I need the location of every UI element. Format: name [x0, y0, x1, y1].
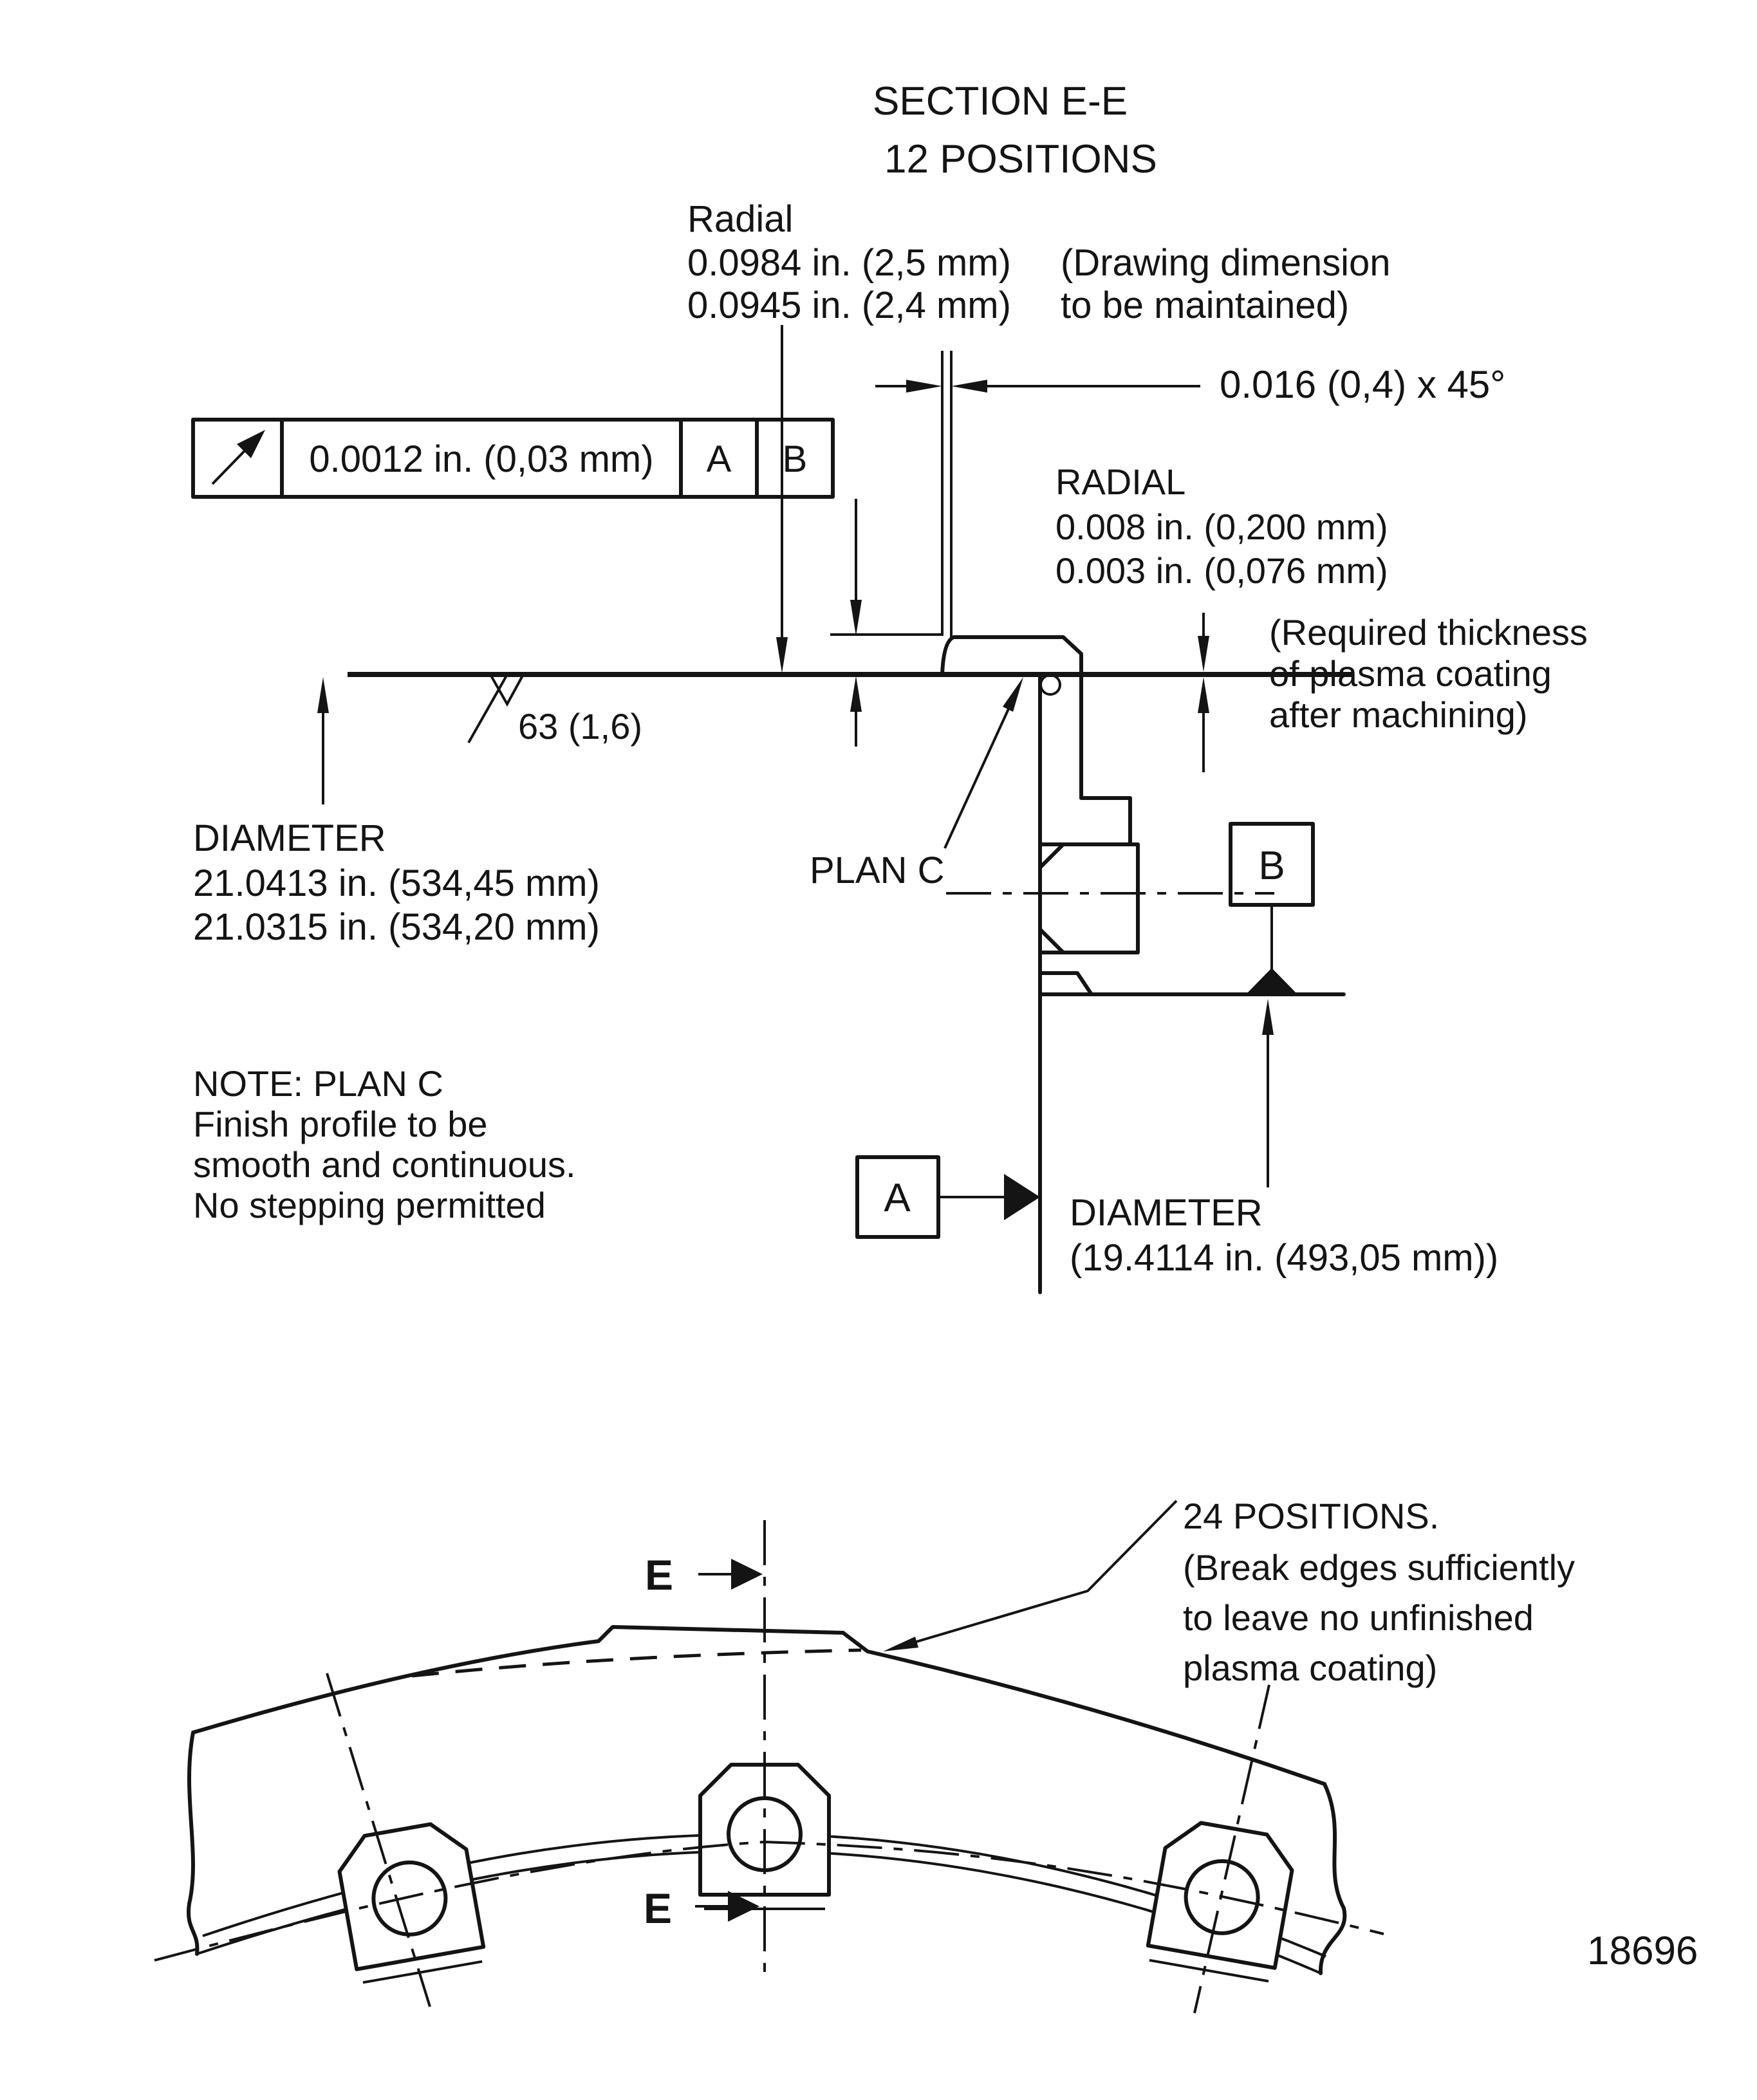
positions-note-4: plasma coating)	[1183, 1648, 1437, 1688]
note-line-4: No stepping permitted	[193, 1185, 546, 1225]
note-line-1: NOTE: PLAN C	[193, 1063, 443, 1104]
note-line-2: Finish profile to be	[193, 1104, 488, 1144]
positions-note-1: 24 POSITIONS.	[1183, 1496, 1439, 1536]
runout-symbol-icon	[211, 430, 265, 485]
coating-profile	[940, 635, 1083, 676]
chamfer-dimension-lines	[875, 351, 1200, 637]
outer-diameter-value-2: 21.0315 in. (534,20 mm)	[193, 906, 600, 948]
figure-number: 18696	[1587, 1929, 1698, 1973]
section-arrowhead-bottom-icon	[728, 1891, 759, 1922]
inner-diameter-value: (19.4114 in. (493,05 mm))	[1070, 1237, 1498, 1279]
positions-note-2: (Break edges sufficiently	[1183, 1547, 1575, 1588]
fcf-datum-a: A	[707, 438, 732, 480]
section-title: SECTION E-E	[873, 79, 1128, 124]
arrowhead-right-icon	[906, 380, 942, 393]
band-hidden-edge	[411, 1648, 862, 1678]
section-label-bottom: E	[644, 1884, 672, 1932]
undercut-notch	[1039, 674, 1061, 696]
positions-leader	[883, 1500, 1178, 1651]
radial-lower-value-2: 0.003 in. (0,076 mm)	[1055, 550, 1388, 591]
band-left-break	[187, 1731, 200, 1956]
inner-diameter-leader	[1262, 999, 1274, 1187]
required-thickness-note-1: (Required thickness	[1269, 612, 1588, 653]
datum-b-triangle-icon	[1246, 968, 1297, 994]
left-hole-centerline	[326, 1673, 431, 2007]
band-right-break	[1318, 1782, 1347, 1975]
radial-upper-value-1: 0.0984 in. (2,5 mm)	[687, 242, 1011, 284]
note-line-3: smooth and continuous.	[193, 1144, 576, 1185]
fcf-datum-b: B	[783, 438, 808, 480]
section-arrow-bottom: E	[644, 1884, 759, 1932]
inner-diameter-label: DIAMETER	[1070, 1192, 1263, 1234]
section-arrow-top: E	[645, 1551, 763, 1599]
arrowhead-left-icon	[951, 380, 987, 393]
drawing-dimension-note-1: (Drawing dimension	[1061, 242, 1391, 284]
bottom-view: 24 POSITIONS. (Break edges sufficiently …	[154, 1496, 1575, 2014]
radial-lower-label: RADIAL	[1055, 461, 1185, 502]
plan-c-leader	[944, 677, 1023, 849]
outer-diameter-leader	[317, 677, 329, 804]
required-thickness-note-3: after machining)	[1269, 694, 1528, 735]
surface-finish-symbol-icon	[467, 674, 525, 743]
right-hole-centerline	[1193, 1684, 1270, 2014]
plan-c-label: PLAN C	[810, 850, 945, 891]
chamfer-dimension: 0.016 (0,4) x 45°	[1220, 363, 1505, 406]
outer-diameter-label: DIAMETER	[193, 817, 386, 859]
positions-note-3: to leave no unfinished	[1183, 1597, 1534, 1638]
radial-upper-value-2: 0.0945 in. (2,4 mm)	[687, 284, 1011, 326]
machined-thickness-dimension	[1198, 613, 1209, 772]
band-top-edge	[191, 1625, 1326, 1786]
drawing-dimension-note-2: to be maintained)	[1061, 284, 1349, 326]
hex-boss-left	[337, 1822, 486, 1984]
section-arrowhead-top-icon	[731, 1559, 763, 1590]
datum-b-letter: B	[1258, 844, 1285, 888]
radial-upper-label: Radial	[687, 198, 793, 240]
section-view: SECTION E-E 12 POSITIONS Radial 0.0984 i…	[191, 79, 1588, 1294]
section-label-top: E	[645, 1551, 673, 1599]
datum-b-callout: B	[1229, 822, 1315, 994]
surface-finish-value: 63 (1,6)	[518, 706, 642, 747]
radial-lower-value-1: 0.008 in. (0,200 mm)	[1055, 506, 1388, 547]
outer-diameter-value-1: 21.0413 in. (534,45 mm)	[193, 862, 600, 904]
datum-a-letter: A	[884, 1176, 911, 1220]
fcf-tolerance: 0.0012 in. (0,03 mm)	[309, 438, 653, 480]
datum-a-callout: A	[855, 1155, 1040, 1239]
coating-thickness-dimension	[776, 325, 942, 747]
datum-a-triangle-icon	[1004, 1174, 1040, 1220]
feature-control-frame: 0.0012 in. (0,03 mm) A B	[191, 418, 835, 499]
section-subtitle: 12 POSITIONS	[884, 137, 1157, 181]
